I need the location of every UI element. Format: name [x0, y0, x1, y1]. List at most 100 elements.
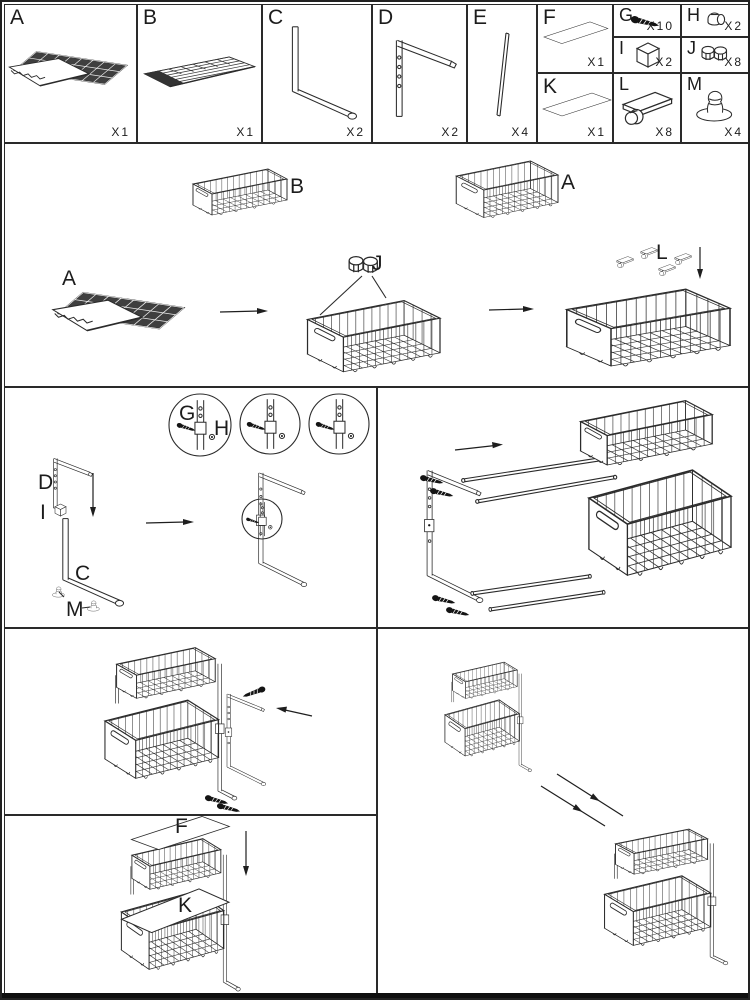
part-m-icon	[696, 90, 733, 122]
label-step2-d: D	[38, 471, 54, 494]
part-k-icon	[542, 92, 612, 117]
part-label-c: C	[268, 6, 284, 29]
part-label-k: K	[543, 75, 558, 98]
unit-after-drawing	[605, 829, 728, 965]
cube-i-drawing	[54, 503, 67, 517]
part-cell-d: D X2	[372, 4, 467, 143]
part-label-g: G	[619, 5, 634, 25]
part-d-icon	[395, 39, 457, 117]
part-f-icon	[543, 21, 609, 44]
rod-4	[488, 589, 606, 613]
step3-illustration	[419, 387, 750, 619]
basket-with-clips-drawing	[308, 301, 440, 372]
part-qty-m: X4	[724, 125, 743, 139]
part-label-e: E	[473, 6, 488, 29]
label-step2-m: M	[66, 598, 84, 621]
part-qty-c: X2	[346, 125, 365, 139]
part-cell-e: E X4	[467, 4, 537, 143]
part-qty-g: X10	[646, 19, 674, 33]
basket-with-slides-drawing	[567, 289, 730, 366]
unit-before-drawing	[445, 662, 531, 772]
label-step2-h: H	[214, 417, 230, 440]
part-qty-a: X1	[111, 125, 130, 139]
part-qty-j: X8	[724, 55, 743, 69]
leg-c-drawing	[62, 518, 125, 607]
slide-rack-a-drawing	[51, 291, 185, 332]
part-cell-g: G X10	[613, 4, 681, 37]
part-cell-k: K X1	[537, 73, 613, 143]
part-qty-k: X1	[587, 125, 606, 139]
part-label-m: M	[687, 74, 702, 94]
part-qty-f: X1	[587, 55, 606, 69]
step5-illustration	[377, 628, 750, 995]
part-cell-j: J X8	[681, 37, 748, 73]
part-e-icon	[496, 32, 510, 117]
label-step2-i: I	[40, 501, 46, 524]
part-label-f: F	[543, 6, 556, 29]
part-label-j: J	[687, 38, 696, 58]
basket-b-drawing	[191, 167, 289, 217]
detail-circle-1	[168, 393, 232, 457]
rod-3	[470, 573, 593, 597]
part-label-a: A	[10, 6, 25, 29]
detail-circle-4	[241, 498, 283, 540]
part-c-icon	[291, 26, 358, 120]
label-step1-j: J	[372, 252, 383, 275]
bottom-bar	[2, 993, 748, 998]
label-step1-a-flat: A	[62, 267, 77, 290]
l-clip-3	[658, 264, 676, 276]
part-label-b: B	[143, 6, 158, 29]
label-step2-c: C	[75, 562, 91, 585]
part-cell-i: I X2	[613, 37, 681, 73]
basket-a-drawing	[589, 470, 731, 575]
l-clip-2	[640, 247, 658, 259]
part-h-icon	[707, 12, 726, 26]
screw-top	[241, 685, 267, 700]
l-clip-4	[674, 253, 692, 265]
part-qty-e: X4	[511, 125, 530, 139]
detail-circle-2	[239, 393, 301, 455]
part-cell-l: L X8	[613, 73, 681, 143]
l-clip-1	[616, 256, 634, 268]
part-label-i: I	[619, 38, 625, 58]
step4-panel	[4, 628, 377, 815]
part-qty-b: X1	[236, 125, 255, 139]
assembled-leg-drawing	[256, 472, 308, 587]
part-cell-b: B X1	[137, 4, 262, 143]
part-qty-d: X2	[441, 125, 460, 139]
label-step2-g: G	[179, 402, 196, 425]
label-step1-a-basket: A	[561, 171, 576, 194]
part-cell-m: M X4	[681, 73, 748, 143]
part-b-icon	[143, 56, 256, 88]
step4-illustration	[4, 628, 313, 815]
label-step1-l: L	[656, 241, 668, 264]
bracket-d-drawing	[53, 458, 93, 509]
screw-3	[431, 594, 457, 607]
suction-cup-2	[87, 600, 100, 612]
basket-a-drawing	[456, 161, 558, 218]
screw-bottom-2	[215, 802, 242, 815]
part-cell-a: A X1	[4, 4, 137, 143]
part-j-icon	[702, 46, 727, 60]
screw-2	[429, 487, 455, 500]
part-label-d: D	[378, 6, 394, 29]
step1-illustration	[51, 143, 750, 387]
part-label-h: H	[687, 5, 700, 25]
rod-1	[460, 456, 605, 484]
part-qty-i: X2	[655, 55, 674, 69]
label-step1-b: B	[290, 175, 305, 198]
two-tier-unit-drawing	[105, 648, 237, 800]
label-step6-f: F	[175, 815, 188, 838]
label-step6-k: K	[178, 894, 193, 917]
step6-illustration	[4, 816, 249, 995]
part-cell-f: F X1	[537, 4, 613, 73]
second-leg-drawing	[224, 693, 267, 786]
detail-circle-3	[308, 393, 370, 455]
part-a-icon	[8, 51, 128, 87]
sheet-k-drawing	[121, 888, 230, 934]
step2-illustration	[52, 393, 370, 612]
part-l-icon	[622, 91, 673, 125]
step1-panel	[4, 143, 748, 387]
step5-panel	[377, 628, 748, 995]
